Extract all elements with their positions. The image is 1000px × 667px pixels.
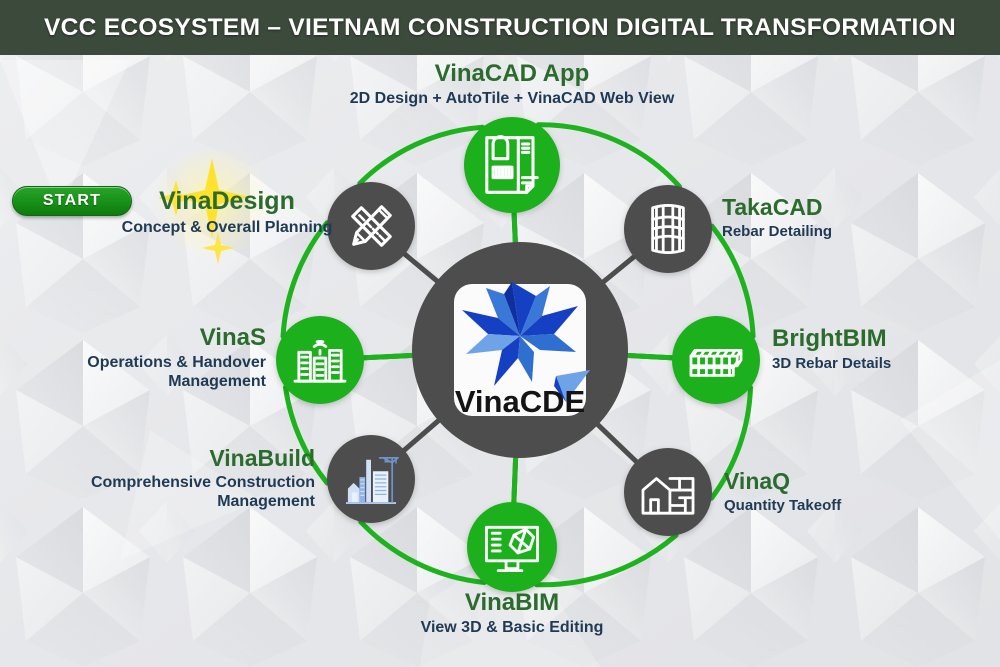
- node-vinaq[interactable]: [624, 448, 712, 536]
- center-hub[interactable]: VinaCDE: [412, 242, 628, 458]
- node-circle-vinas: [276, 316, 364, 404]
- node-vinas[interactable]: [276, 316, 364, 404]
- label-subtitle-vinabuild: Comprehensive Construction Management: [90, 474, 315, 511]
- label-title-vinadesign: VinaDesign: [159, 187, 295, 215]
- house-floorplan-icon: [641, 477, 695, 515]
- ring-link-vinaq-to-vinabim: [534, 532, 679, 588]
- label-subtitle-brightbim: 3D Rebar Details: [772, 355, 892, 373]
- node-vinadesign[interactable]: [327, 182, 415, 270]
- label-takacad: TakaCAD Rebar Detailing: [722, 194, 994, 241]
- label-subtitle-vinaq: Quantity Takeoff: [724, 497, 842, 515]
- start-button[interactable]: START: [12, 186, 132, 216]
- ring-link-takacad-to-brightbim: [709, 223, 756, 339]
- spoke-to-takacad: [596, 251, 640, 288]
- node-circle-takacad: [624, 185, 712, 273]
- label-subtitle-takacad: Rebar Detailing: [722, 223, 833, 241]
- label-title-vinaq: VinaQ: [724, 468, 791, 494]
- label-subtitle-vinadesign: Concept & Overall Planning: [121, 218, 333, 236]
- pencil-ruler-icon: [351, 205, 392, 247]
- monitor-3d-model-icon: [484, 525, 540, 573]
- page-title: VCC ECOSYSTEM – VIETNAM CONSTRUCTION DIG…: [44, 13, 956, 41]
- label-title-vinabim: VinaBIM: [464, 589, 560, 616]
- rebar-mesh-3d-icon: [689, 348, 743, 377]
- label-vinabim: VinaBIM View 3D & Basic Editing: [262, 589, 762, 638]
- ring-link-vinacad-app-to-takacad: [535, 122, 682, 189]
- label-subtitle-vinacad-app: 2D Design + AutoTile + VinaCAD Web View: [349, 90, 675, 108]
- label-title-vinabuild: VinaBuild: [209, 445, 315, 471]
- ring-link-brightbim-to-vinaq: [709, 384, 753, 501]
- spoke-to-vinaq: [591, 418, 642, 467]
- spoke-to-vinadesign: [399, 249, 445, 288]
- construction-crane-skyline-icon: [345, 456, 399, 505]
- green-spoke-to-vinas: [359, 352, 423, 361]
- label-subtitle-vinas: Operations & Handover Management: [87, 354, 266, 391]
- label-title-vinacad-app: VinaCAD App: [434, 60, 590, 87]
- rebar-cage-icon: [651, 204, 685, 254]
- label-vinaq: VinaQ Quantity Takeoff: [724, 468, 994, 515]
- smart-buildings-wifi-icon: [293, 340, 347, 383]
- node-circle-vinacad-app: [464, 117, 560, 213]
- label-vinacad-app: VinaCAD App 2D Design + AutoTile + VinaCA…: [262, 60, 762, 109]
- ring-link-vinabuild-to-vinas: [283, 384, 330, 486]
- label-title-vinas: VinaS: [199, 324, 266, 351]
- spoke-to-vinabuild: [398, 414, 446, 456]
- ring-link-vinabim-to-vinabuild: [358, 519, 487, 585]
- ring-link-vinas-to-vinadesign: [280, 220, 330, 339]
- sparkle-decoration: [154, 150, 270, 264]
- node-vinacad-app[interactable]: [464, 117, 560, 213]
- header-bar: VCC ECOSYSTEM – VIETNAM CONSTRUCTION DIG…: [0, 0, 1000, 55]
- ring-connectors: [280, 122, 756, 588]
- drawing-sheet-2d-icon: [485, 135, 539, 194]
- hub-logo-text: VinaCDE: [455, 384, 585, 419]
- node-circle-brightbim: [672, 316, 760, 404]
- label-subtitle-vinabim: View 3D & Basic Editing: [420, 619, 604, 637]
- label-title-takacad: TakaCAD: [722, 194, 823, 220]
- start-button-label: START: [42, 192, 102, 209]
- vinacde-logo-mark: [462, 282, 590, 402]
- label-vinas: VinaS Operations & Handover Management: [6, 324, 266, 392]
- node-vinabim[interactable]: [467, 502, 557, 592]
- ring-link-vinadesign-to-vinacad-app: [357, 124, 485, 186]
- node-brightbim[interactable]: [672, 316, 760, 404]
- label-title-brightbim: BrightBIM: [772, 325, 887, 352]
- node-layer: [276, 117, 760, 592]
- node-circle-vinaq: [624, 448, 712, 536]
- label-brightbim: BrightBIM 3D Rebar Details: [772, 325, 994, 373]
- node-takacad[interactable]: [624, 185, 712, 273]
- node-vinabuild[interactable]: [327, 435, 415, 523]
